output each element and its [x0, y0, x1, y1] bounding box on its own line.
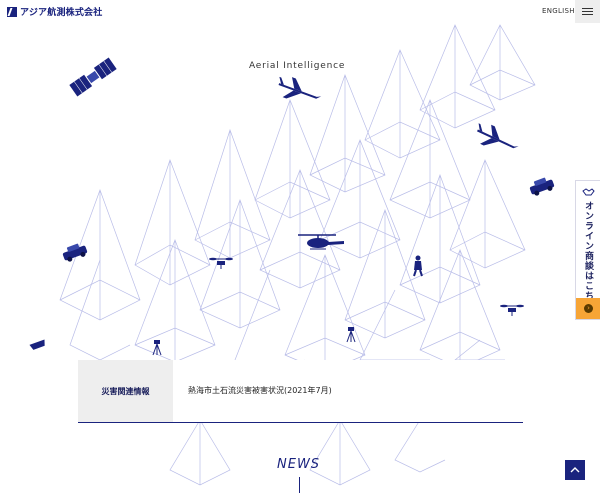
- drone-icon: [500, 304, 524, 316]
- pyramid: [419, 249, 501, 369]
- surveyor-icon: [413, 255, 423, 277]
- survey-car-icon: [529, 177, 555, 196]
- tripod-icon: [346, 327, 356, 343]
- pyramid: [399, 173, 481, 304]
- scroll-to-top-button[interactable]: [565, 460, 585, 480]
- news-divider: [299, 477, 300, 493]
- hamburger-icon: [582, 14, 593, 15]
- site-header: アジア航測株式会社 ENGLISH: [0, 0, 600, 24]
- site-logo[interactable]: アジア航測株式会社: [7, 5, 102, 18]
- hamburger-icon: [582, 8, 593, 9]
- hamburger-icon: [582, 11, 593, 12]
- english-link[interactable]: ENGLISH: [542, 7, 575, 15]
- online-meeting-label: オンライン商談はこちら: [583, 201, 593, 311]
- pyramid: [389, 99, 471, 219]
- pyramid: [59, 188, 141, 321]
- pyramid: [254, 99, 331, 219]
- online-meeting-arrow: ›: [576, 298, 600, 319]
- pyramid: [364, 49, 441, 159]
- airplane-icon: [278, 76, 322, 99]
- helicopter-icon: [298, 234, 344, 250]
- arrow-right-icon: ›: [584, 304, 593, 313]
- notice-link[interactable]: 熱海市土石流災害被害状況(2021年7月): [188, 386, 332, 395]
- pyramid: [169, 419, 231, 486]
- pyramid: [69, 259, 131, 361]
- airplane-icon: [477, 123, 519, 149]
- news-heading: NEWS: [277, 457, 321, 472]
- pyramid: [394, 419, 446, 473]
- pyramid: [449, 159, 526, 269]
- pyramid: [344, 208, 426, 339]
- handshake-icon: [582, 188, 595, 196]
- satellite-icon: [69, 57, 117, 97]
- online-meeting-tab[interactable]: オンライン商談はこちら ›: [575, 180, 600, 320]
- pyramid: [199, 198, 281, 329]
- hero-title: Aerial Intelligence: [249, 61, 346, 71]
- notice-label: 災害関連情報: [78, 360, 173, 422]
- menu-button[interactable]: [575, 0, 600, 23]
- pyramid: [259, 169, 341, 289]
- logo-mark-icon: [7, 6, 17, 17]
- logo-text: アジア航測株式会社: [20, 8, 103, 18]
- tripod-icon: [152, 340, 162, 356]
- drone-icon: [209, 257, 233, 269]
- pyramid: [419, 24, 496, 129]
- pyramid: [194, 128, 271, 259]
- disaster-notice[interactable]: 災害関連情報 熱海市土石流災害被害状況(2021年7月): [78, 360, 523, 423]
- pyramid: [319, 139, 401, 259]
- pyramid: [284, 254, 366, 373]
- survey-car-icon: [62, 243, 88, 262]
- wireframe-pyramids: [59, 24, 536, 486]
- boat-icon: [29, 339, 45, 350]
- pyramid: [469, 24, 536, 101]
- pyramid: [359, 289, 430, 361]
- pyramid: [309, 419, 371, 486]
- chevron-up-icon: [570, 467, 580, 473]
- pyramid: [134, 158, 211, 286]
